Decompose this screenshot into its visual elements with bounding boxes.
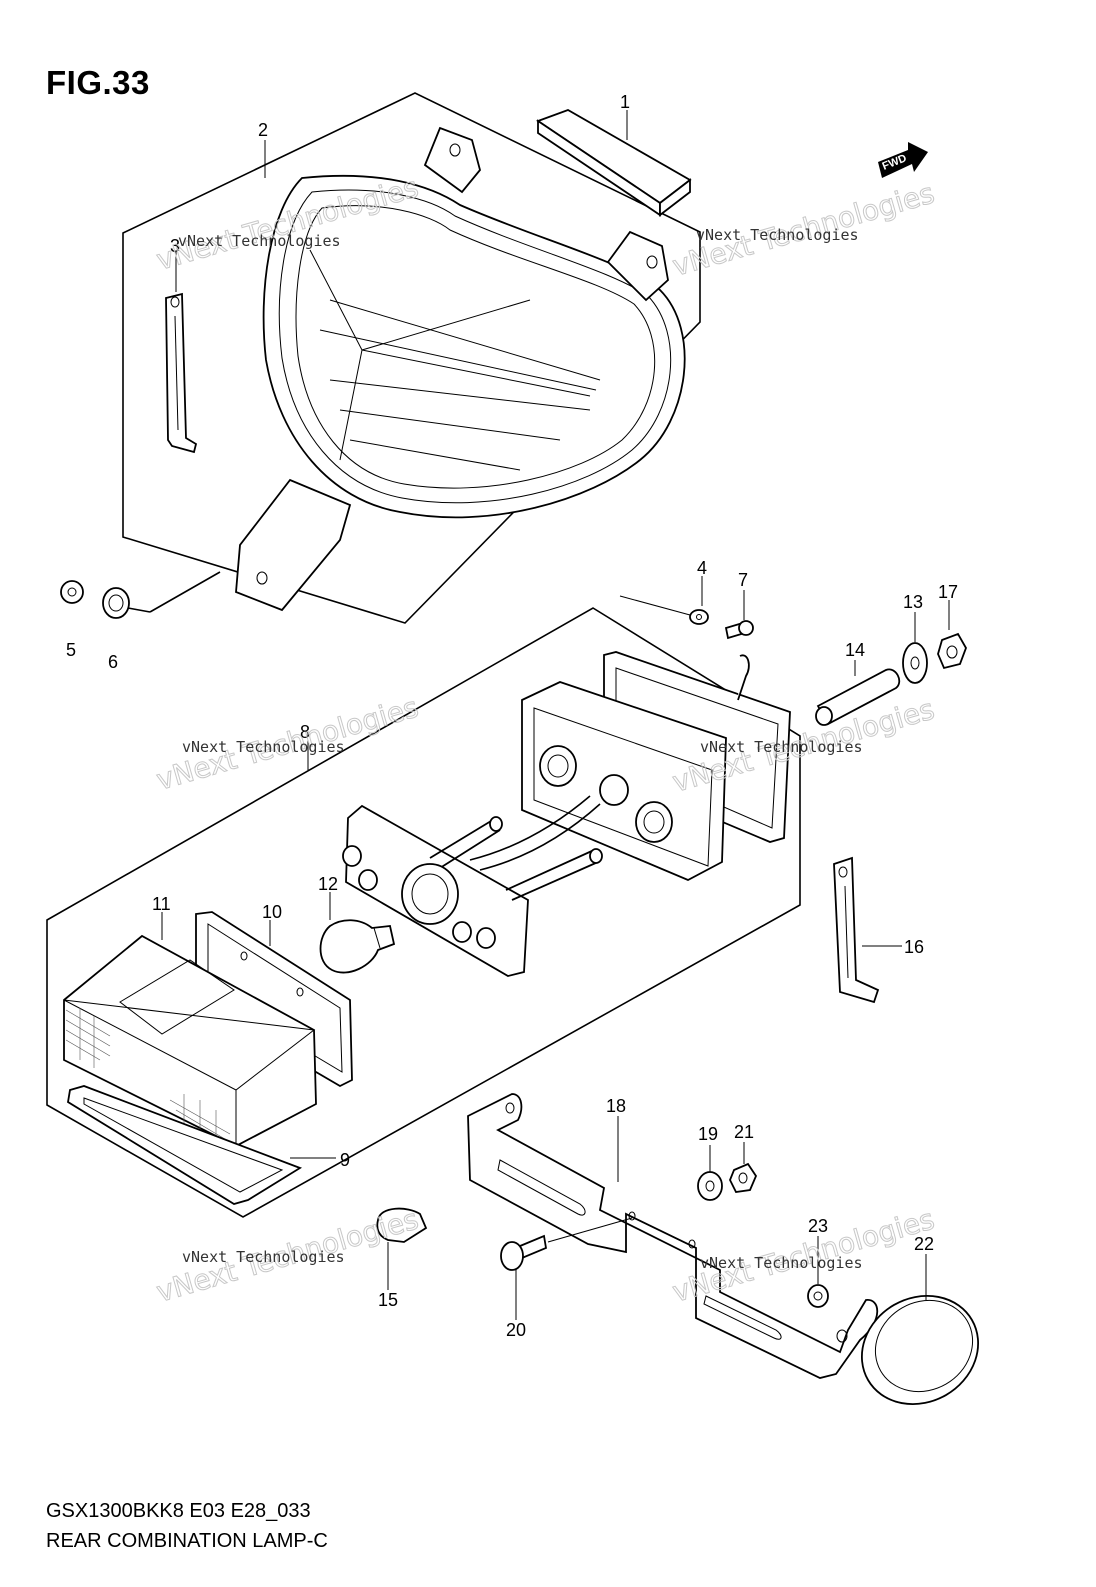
part-18-license-bracket [467, 1093, 879, 1379]
model-code: GSX1300BKK8 E03 E28_033 [46, 1500, 311, 1522]
callout-21: 21 [734, 1122, 754, 1142]
part-8-lamp-base-assembly [521, 651, 791, 881]
part-21-nut [729, 1162, 758, 1193]
callout-18: 18 [606, 1096, 626, 1116]
watermark-small: vNext Technologies [700, 1254, 863, 1272]
part-5-grommet [60, 580, 84, 604]
callout-15: 15 [378, 1290, 398, 1310]
callout-14: 14 [845, 640, 865, 660]
bulb-socket-plate [342, 795, 603, 977]
part-6-cushion [102, 571, 221, 619]
callout-2: 2 [258, 120, 268, 140]
section-name: REAR COMBINATION LAMP-C [46, 1530, 328, 1552]
callout-11: 11 [152, 894, 171, 914]
callout-10: 10 [262, 902, 282, 922]
part-11-lens [63, 934, 317, 1148]
part-12-bulb [319, 919, 396, 974]
callout-22: 22 [914, 1234, 934, 1254]
watermark-small: vNext Technologies [696, 226, 859, 244]
part-17-nut [937, 632, 967, 670]
part-20-bolt [500, 1217, 633, 1271]
part-16-mounting-strip [833, 856, 880, 1004]
leader-lines [161, 110, 950, 1320]
callout-4: 4 [697, 558, 707, 578]
watermark-small: vNext Technologies [700, 738, 863, 756]
callout-labels: 1 2 3 4 5 6 7 8 9 10 11 12 13 14 15 16 1… [66, 92, 958, 1340]
part-1-reflector-plate [536, 109, 692, 217]
part-22-cap [860, 1294, 980, 1406]
watermark-small: vNext Technologies [178, 232, 341, 250]
part-19-washer [697, 1171, 723, 1201]
callout-3: 3 [170, 236, 180, 256]
part-2-tail-lamp-housing [235, 126, 686, 612]
part-14-spacer-tube [815, 668, 901, 726]
part-9-lower-gasket [67, 1085, 303, 1205]
callout-9: 9 [340, 1150, 350, 1170]
watermark-small: vNext Technologies [182, 738, 345, 756]
callout-5: 5 [66, 640, 76, 660]
callout-20: 20 [506, 1320, 526, 1340]
part-4-washer [689, 609, 709, 625]
callout-16: 16 [904, 937, 924, 957]
fwd-arrow-icon: FWD [878, 142, 928, 178]
figure-title: FIG.33 [46, 64, 150, 101]
callout-23: 23 [808, 1216, 828, 1236]
upper-assembly-outline [122, 92, 701, 624]
callout-17: 17 [938, 582, 958, 602]
callout-7: 7 [738, 570, 748, 590]
watermark-small: vNext Technologies [182, 1248, 345, 1266]
part-15-rubber-plug [376, 1207, 428, 1243]
lower-assembly-outline [46, 607, 801, 1218]
part-13-washer [902, 642, 928, 684]
callout-13: 13 [903, 592, 923, 612]
callout-1: 1 [620, 92, 630, 112]
leader-4 [619, 595, 691, 616]
callout-12: 12 [318, 874, 338, 894]
callout-6: 6 [108, 652, 118, 672]
callout-8: 8 [300, 722, 310, 742]
part-3-mounting-strip [165, 292, 198, 454]
callout-19: 19 [698, 1124, 718, 1144]
part-7-screw [724, 620, 754, 640]
part-23-nut [807, 1284, 829, 1308]
